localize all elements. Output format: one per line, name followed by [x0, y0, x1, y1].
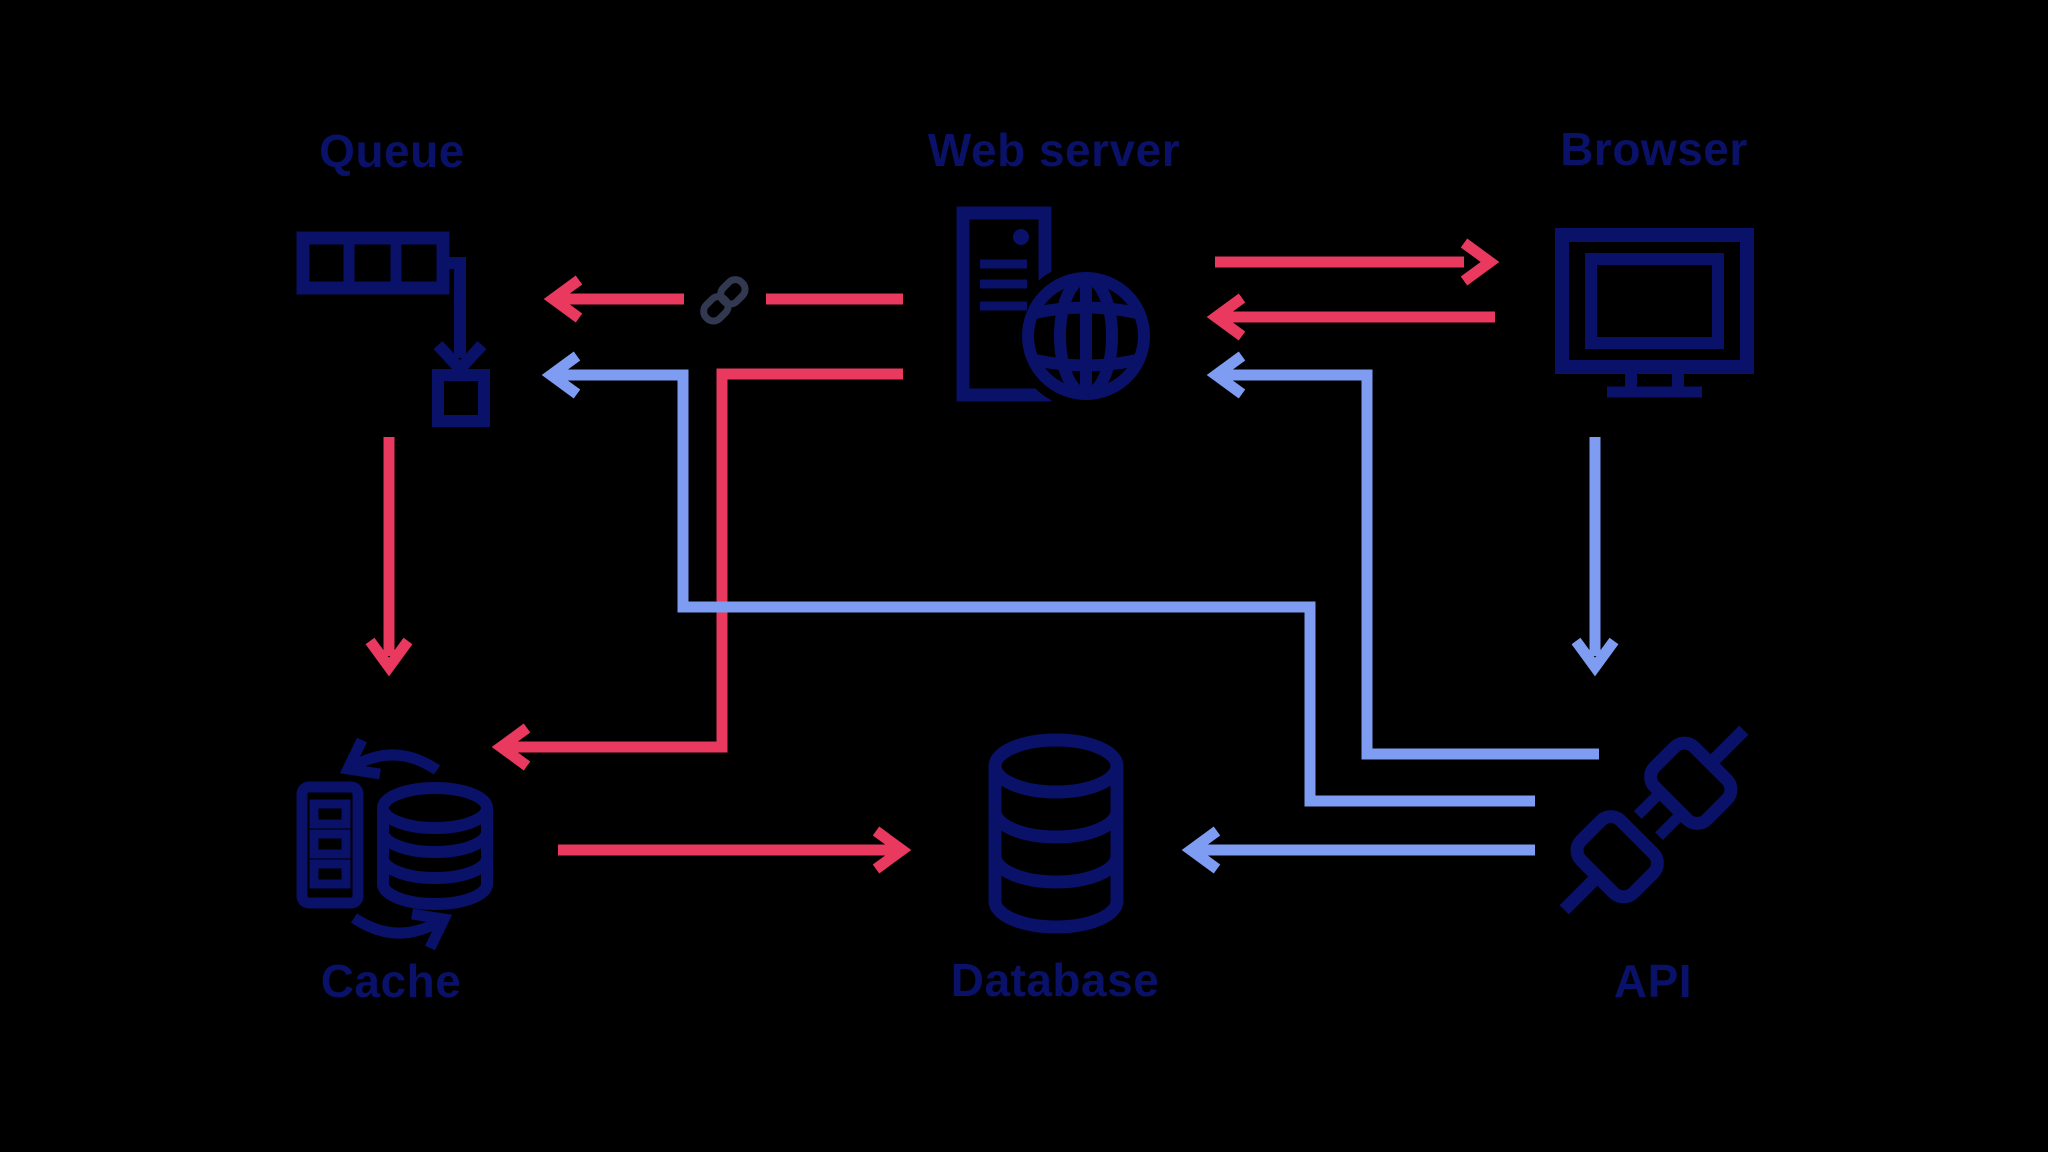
- database-icon: [988, 733, 1124, 934]
- edge-api-to-webserver: [1206, 351, 1599, 760]
- edge-cache-to-database: [558, 826, 912, 874]
- edge-webserver-to-queue: [543, 275, 903, 323]
- web-server-icon: [956, 206, 1159, 409]
- refresh-arrows-icon: [339, 737, 453, 951]
- edge-webserver-to-browser: [1215, 238, 1500, 286]
- web-server-label: Web server: [927, 124, 1181, 176]
- browser-icon: [1555, 228, 1754, 398]
- cache-label: Cache: [320, 955, 462, 1007]
- edge-browser-to-webserver: [1206, 293, 1495, 341]
- edge-browser-to-api: [1571, 437, 1619, 677]
- database-label: Database: [950, 954, 1160, 1006]
- queue-icon: [296, 231, 490, 427]
- edge-webserver-to-cache: [491, 368, 903, 771]
- api-label: API: [1613, 955, 1693, 1007]
- edge-api-to-database: [1181, 826, 1535, 874]
- browser-label: Browser: [1560, 123, 1748, 175]
- edge-api-to-queue: [541, 351, 1535, 807]
- link-icon: [700, 276, 749, 325]
- globe-icon: [1022, 272, 1150, 400]
- cache-icon: [296, 737, 493, 951]
- queue-label: Queue: [319, 125, 465, 177]
- edge-queue-to-cache: [365, 437, 413, 677]
- api-icon: [1559, 725, 1749, 915]
